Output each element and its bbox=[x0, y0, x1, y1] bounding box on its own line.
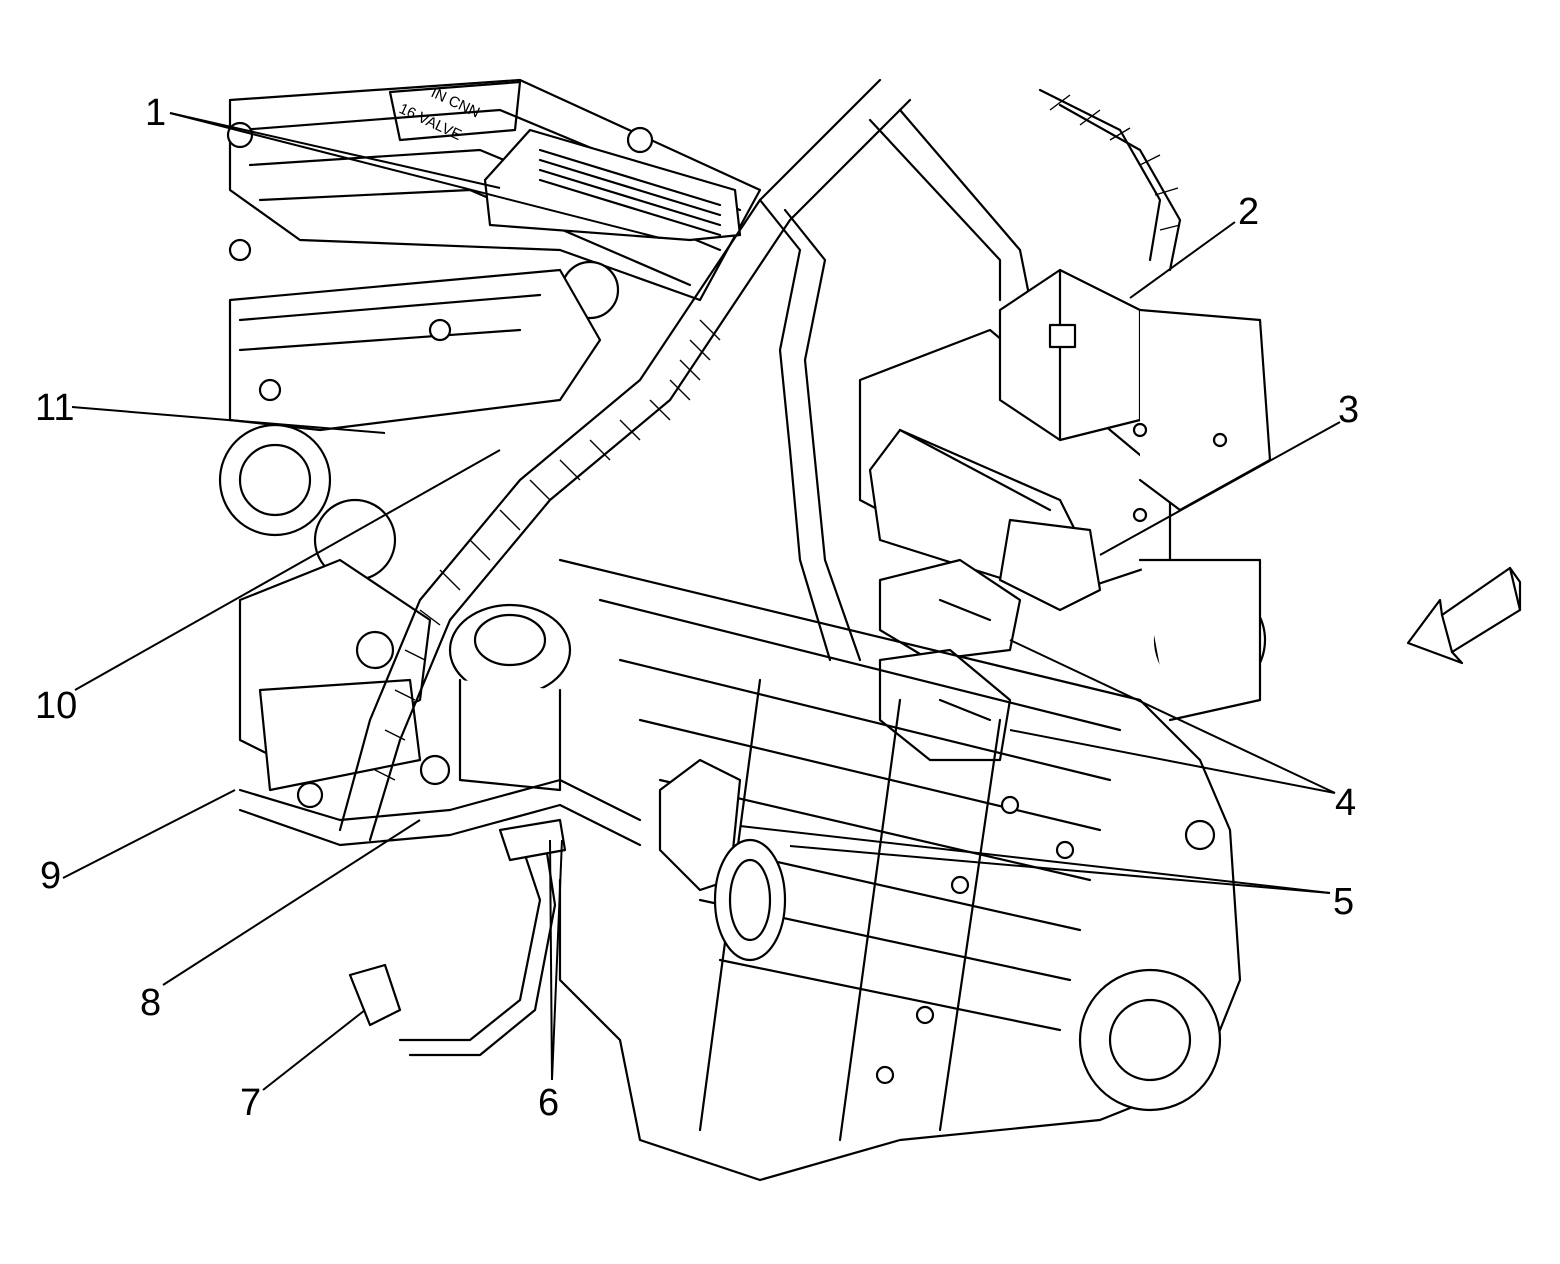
engine-illustration: IN CNN 16 VALVE bbox=[218, 78, 1272, 1182]
leader-4b bbox=[1009, 729, 1336, 794]
leader-4a bbox=[1009, 639, 1336, 794]
callout-3: 3 bbox=[1338, 389, 1359, 431]
callout-5: 5 bbox=[1333, 881, 1354, 923]
leader-7 bbox=[262, 1009, 366, 1091]
leader-6b bbox=[551, 839, 563, 1081]
control-module bbox=[858, 328, 1172, 612]
leader-10 bbox=[74, 449, 501, 691]
callout-4: 4 bbox=[1335, 782, 1356, 824]
sensor-connectors bbox=[296, 754, 787, 1027]
leader-5b bbox=[789, 845, 1331, 894]
callout-11: 11 bbox=[35, 387, 74, 429]
leader-2 bbox=[1129, 221, 1236, 299]
leader-3 bbox=[1099, 421, 1341, 556]
valve-cover: IN CNN 16 VALVE bbox=[226, 78, 762, 320]
arrow-left-down-icon bbox=[1406, 566, 1522, 665]
callout-2: 2 bbox=[1238, 191, 1259, 233]
leader-6a bbox=[549, 839, 553, 1081]
leader-lines bbox=[62, 112, 1341, 1091]
wiring-harness-main bbox=[238, 78, 1182, 1057]
oil-filler bbox=[448, 603, 572, 792]
relay-box bbox=[998, 268, 1272, 512]
callout-8: 8 bbox=[140, 982, 161, 1024]
leader-1a bbox=[169, 112, 501, 189]
callout-6: 6 bbox=[538, 1082, 559, 1124]
leader-11 bbox=[71, 406, 386, 434]
engine-block bbox=[558, 558, 1267, 1182]
callout-10: 10 bbox=[35, 685, 77, 727]
intake-manifold bbox=[218, 238, 602, 792]
leader-9 bbox=[62, 789, 236, 879]
callout-7: 7 bbox=[240, 1082, 261, 1124]
callout-9: 9 bbox=[40, 855, 61, 897]
callout-labels: 1 2 3 4 5 6 7 8 9 10 11 bbox=[35, 92, 1359, 1124]
leader-8 bbox=[162, 819, 421, 986]
callout-1: 1 bbox=[145, 92, 166, 134]
leader-1b bbox=[169, 112, 661, 239]
leader-5a bbox=[739, 825, 1331, 894]
